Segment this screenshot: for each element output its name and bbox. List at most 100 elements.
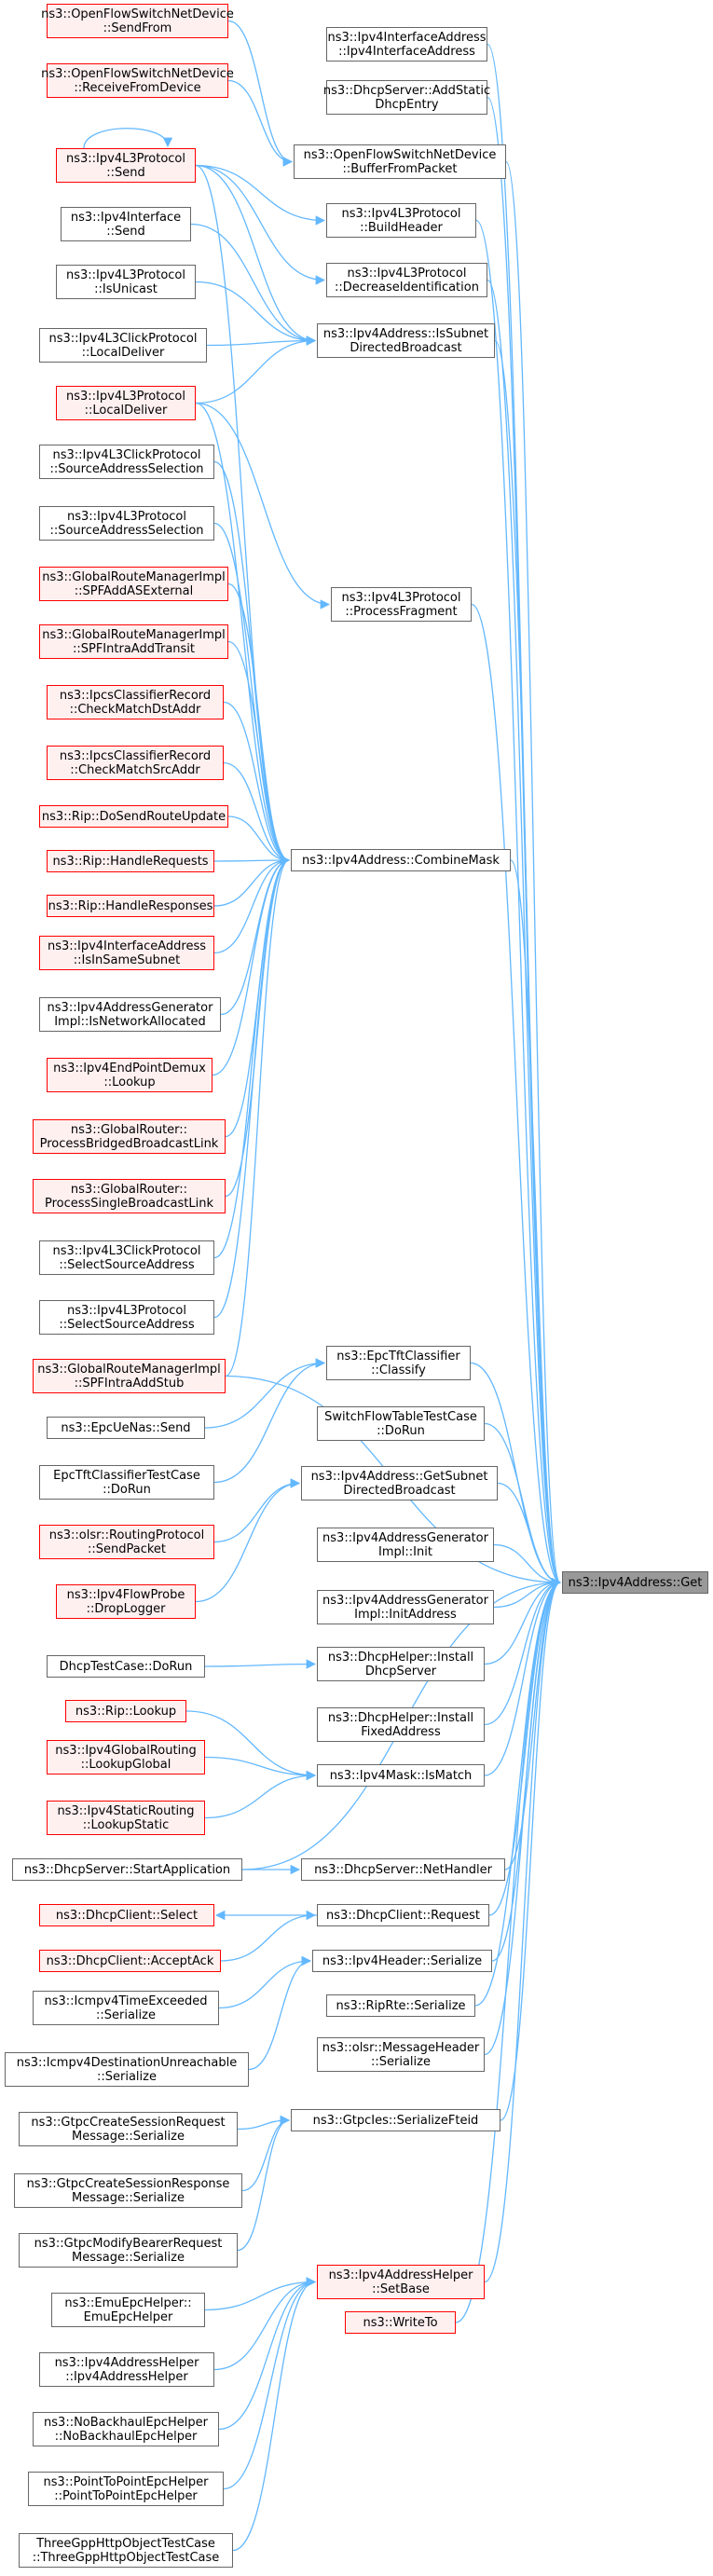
node-get: ns3::Ipv4Address::Get <box>562 1571 708 1594</box>
node-dhcphelper-installserver[interactable]: ns3::DhcpHelper::Install DhcpServer <box>317 1647 485 1681</box>
node-dhcphelper-installfixed[interactable]: ns3::DhcpHelper::Install FixedAddress <box>317 1707 485 1742</box>
node-issubnetdirectedbroadcast[interactable]: ns3::Ipv4Address::IsSubnet DirectedBroad… <box>317 323 495 358</box>
node-mask-ismatch[interactable]: ns3::Ipv4Mask::IsMatch <box>317 1764 485 1787</box>
node-olsr-sendpacket[interactable]: ns3::olsr::RoutingProtocol ::SendPacket <box>39 1525 214 1559</box>
edge-ifaddr-isinsamesubnet-to-combinemask <box>213 855 291 954</box>
node-gtpc-modifybearerreq[interactable]: ns3::GtpcModifyBearerRequest Message::Se… <box>19 2233 238 2268</box>
edge-l3-decreaseid-to-get <box>487 279 562 1587</box>
node-ifaddr-ctor[interactable]: ns3::Ipv4InterfaceAddress ::Ipv4Interfac… <box>326 27 487 62</box>
node-l3-selectsource[interactable]: ns3::Ipv4L3Protocol ::SelectSourceAddres… <box>39 1300 214 1335</box>
node-gtpcies-serializefteid[interactable]: ns3::GtpcIes::SerializeFteid <box>291 2109 500 2131</box>
node-olsr-msgheader[interactable]: ns3::olsr::MessageHeader ::Serialize <box>317 2037 485 2072</box>
node-gr-processsingle[interactable]: ns3::GlobalRouter:: ProcessSingleBroadca… <box>33 1179 226 1213</box>
edge-endpointdemux-lookup-to-combinemask <box>212 855 291 1076</box>
node-l3-send[interactable]: ns3::Ipv4L3Protocol ::Send <box>56 148 196 183</box>
node-l3-buildheader[interactable]: ns3::Ipv4L3Protocol ::BuildHeader <box>326 203 476 238</box>
edge-grm-spfaddasexternal-to-combinemask <box>227 582 291 866</box>
node-threegpphttp[interactable]: ThreeGppHttpObjectTestCase ::ThreeGppHtt… <box>19 2533 233 2568</box>
node-grm-spfaddasexternal[interactable]: ns3::GlobalRouteManagerImpl ::SPFAddASEx… <box>39 567 228 601</box>
node-gtpc-createsessionresp[interactable]: ns3::GtpcCreateSessionResponse Message::… <box>14 2173 242 2208</box>
node-ofs-sendfrom[interactable]: ns3::OpenFlowSwitchNetDevice ::SendFrom <box>41 4 234 38</box>
node-dhcptest-dorun[interactable]: DhcpTestCase::DoRun <box>47 1655 205 1678</box>
edge-epcuenas-send-to-epc-classify <box>204 1358 326 1429</box>
edge-gtpcies-serializefteid-to-get <box>500 1577 562 2121</box>
edge-riprte-serialize-to-get <box>474 1577 562 2007</box>
node-epctftclassifier-dorun[interactable]: EpcTftClassifierTestCase ::DoRun <box>39 1465 214 1500</box>
node-combinemask[interactable]: ns3::Ipv4Address::CombineMask <box>291 849 511 871</box>
node-riprte-serialize[interactable]: ns3::RipRte::Serialize <box>326 1994 475 2017</box>
edge-nobackhaul-to-addrhelper-setbase <box>218 2277 317 2431</box>
node-addrhelper-ctor[interactable]: ns3::Ipv4AddressHelper ::Ipv4AddressHelp… <box>39 2352 214 2387</box>
edge-icmp-timeexceeded-to-ipv4header-serialize <box>218 1955 312 2009</box>
node-flowprobe-droplogger[interactable]: ns3::Ipv4FlowProbe ::DropLogger <box>56 1584 196 1619</box>
edge-staticrouting-lookup-to-mask-ismatch <box>204 1770 317 1819</box>
edge-ipcs-checksrc-to-combinemask <box>223 761 291 866</box>
edge-grm-spfintraaddstub-to-combinemask <box>225 855 291 1377</box>
edge-dhcptest-dorun-to-dhcphelper-installserver <box>204 1659 317 1669</box>
node-grm-spfintraaddstub[interactable]: ns3::GlobalRouteManagerImpl ::SPFIntraAd… <box>33 1359 226 1393</box>
edge-combinemask-to-get <box>510 859 562 1587</box>
node-rip-handleresponses[interactable]: ns3::Rip::HandleResponses <box>47 895 214 917</box>
node-gr-processbridged[interactable]: ns3::GlobalRouter:: ProcessBridgedBroadc… <box>33 1119 226 1154</box>
node-click-localdeliver[interactable]: ns3::Ipv4L3ClickProtocol ::LocalDeliver <box>39 328 207 363</box>
edge-l3-selectsource-to-combinemask <box>213 855 291 1319</box>
node-dhcpclient-select[interactable]: ns3::DhcpClient::Select <box>39 1904 214 1926</box>
edge-getsubnetdirectedbroadcast-to-get <box>497 1482 562 1588</box>
edge-addrgen-init-to-get <box>493 1543 562 1588</box>
node-endpointdemux-lookup[interactable]: ns3::Ipv4EndPointDemux ::Lookup <box>47 1058 213 1092</box>
node-switchflow-dorun[interactable]: SwitchFlowTableTestCase ::DoRun <box>317 1406 485 1441</box>
edge-epctftclassifier-dorun-to-epc-classify <box>213 1358 326 1484</box>
edge-l3-send-to-issubnetdirectedbroadcast <box>195 164 317 346</box>
node-gtpc-createsessionreq[interactable]: ns3::GtpcCreateSessionRequest Message::S… <box>19 2112 238 2146</box>
node-dhcpserver-startapp[interactable]: ns3::DhcpServer::StartApplication <box>12 1858 242 1881</box>
node-l3-sourceaddrsel[interactable]: ns3::Ipv4L3Protocol ::SourceAddressSelec… <box>39 506 214 541</box>
node-dhcpclient-acceptack[interactable]: ns3::DhcpClient::AcceptAck <box>39 1950 221 1972</box>
node-l3-isunicast[interactable]: ns3::Ipv4L3Protocol ::IsUnicast <box>56 265 196 299</box>
edge-rip-handleresponses-to-combinemask <box>213 855 291 907</box>
edge-gr-processbridged-to-combinemask <box>225 855 291 1138</box>
node-icmp-destunreach[interactable]: ns3::Icmpv4DestinationUnreachable ::Seri… <box>5 2052 249 2087</box>
node-addrgen-init[interactable]: ns3::Ipv4AddressGenerator Impl::Init <box>317 1528 494 1562</box>
node-rip-lookup[interactable]: ns3::Rip::Lookup <box>65 1700 186 1722</box>
node-interface-send[interactable]: ns3::Ipv4Interface ::Send <box>61 207 191 241</box>
node-addrgen-initaddress[interactable]: ns3::Ipv4AddressGenerator Impl::InitAddr… <box>317 1590 494 1624</box>
node-addrhelper-setbase[interactable]: ns3::Ipv4AddressHelper ::SetBase <box>317 2265 485 2299</box>
node-writeto[interactable]: ns3::WriteTo <box>345 2311 456 2334</box>
node-epc-classify[interactable]: ns3::EpcTftClassifier ::Classify <box>326 1346 471 1380</box>
node-dhcpclient-request[interactable]: ns3::DhcpClient::Request <box>317 1904 489 1926</box>
edge-click-localdeliver-to-issubnetdirectedbroadcast <box>206 336 317 347</box>
node-ofs-bufferfrompacket[interactable]: ns3::OpenFlowSwitchNetDevice ::BufferFro… <box>294 144 506 179</box>
node-dhcpserver-addstatic[interactable]: ns3::DhcpServer::AddStatic DhcpEntry <box>323 80 490 115</box>
node-rip-dosendrouteupdate[interactable]: ns3::Rip::DoSendRouteUpdate <box>39 805 228 828</box>
edge-globalrouting-lookup-to-mask-ismatch <box>204 1756 317 1781</box>
edge-dhcpserver-nethandler-to-get <box>504 1577 562 1870</box>
node-globalrouting-lookup[interactable]: ns3::Ipv4GlobalRouting ::LookupGlobal <box>47 1740 205 1774</box>
node-l3-localdeliver[interactable]: ns3::Ipv4L3Protocol ::LocalDeliver <box>56 386 196 420</box>
edge-ofs-bufferfrompacket-to-get <box>505 160 562 1587</box>
node-dhcpserver-nethandler[interactable]: ns3::DhcpServer::NetHandler <box>301 1858 505 1881</box>
node-l3-decreaseid[interactable]: ns3::Ipv4L3Protocol ::DecreaseIdentifica… <box>326 263 487 297</box>
node-click-sourceaddrsel[interactable]: ns3::Ipv4L3ClickProtocol ::SourceAddress… <box>39 445 214 479</box>
node-rip-handlerequests[interactable]: ns3::Rip::HandleRequests <box>47 850 214 872</box>
edge-rip-lookup-to-mask-ismatch <box>185 1710 317 1781</box>
node-ipcs-checksrc[interactable]: ns3::IpcsClassifierRecord ::CheckMatchSr… <box>47 746 224 780</box>
node-ipv4header-serialize[interactable]: ns3::Ipv4Header::Serialize <box>312 1950 492 1972</box>
node-grm-spfintraaddtransit[interactable]: ns3::GlobalRouteManagerImpl ::SPFIntraAd… <box>39 624 228 659</box>
node-ipcs-checkdst[interactable]: ns3::IpcsClassifierRecord ::CheckMatchDs… <box>47 685 224 719</box>
node-l3-processfragment[interactable]: ns3::Ipv4L3Protocol ::ProcessFragment <box>331 587 472 622</box>
node-epcuenas-send[interactable]: ns3::EpcUeNas::Send <box>47 1417 205 1439</box>
node-click-selectsource[interactable]: ns3::Ipv4L3ClickProtocol ::SelectSourceA… <box>39 1240 214 1275</box>
node-nobackhaul[interactable]: ns3::NoBackhaulEpcHelper ::NoBackhaulEpc… <box>33 2412 219 2446</box>
node-ofs-receivefromdevice[interactable]: ns3::OpenFlowSwitchNetDevice ::ReceiveFr… <box>41 63 234 98</box>
node-ifaddr-isinsamesubnet[interactable]: ns3::Ipv4InterfaceAddress ::IsInSameSubn… <box>39 936 214 970</box>
node-icmp-timeexceeded[interactable]: ns3::Icmpv4TimeExceeded ::Serialize <box>33 1991 219 2025</box>
node-getsubnetdirectedbroadcast[interactable]: ns3::Ipv4Address::GetSubnet DirectedBroa… <box>301 1466 498 1500</box>
edge-gtpc-modifybearerreq-to-gtpcies-serializefteid <box>237 2115 291 2252</box>
edge-emuepchelper-to-addrhelper-setbase <box>204 2277 317 2311</box>
node-emuepchelper[interactable]: ns3::EmuEpcHelper:: EmuEpcHelper <box>51 2293 205 2327</box>
node-p2pepchelper[interactable]: ns3::PointToPointEpcHelper ::PointToPoin… <box>28 2472 224 2506</box>
node-addrgen-isnetworkallocated[interactable]: ns3::Ipv4AddressGenerator Impl::IsNetwor… <box>39 997 221 1032</box>
node-staticrouting-lookup[interactable]: ns3::Ipv4StaticRouting ::LookupStatic <box>47 1801 205 1835</box>
